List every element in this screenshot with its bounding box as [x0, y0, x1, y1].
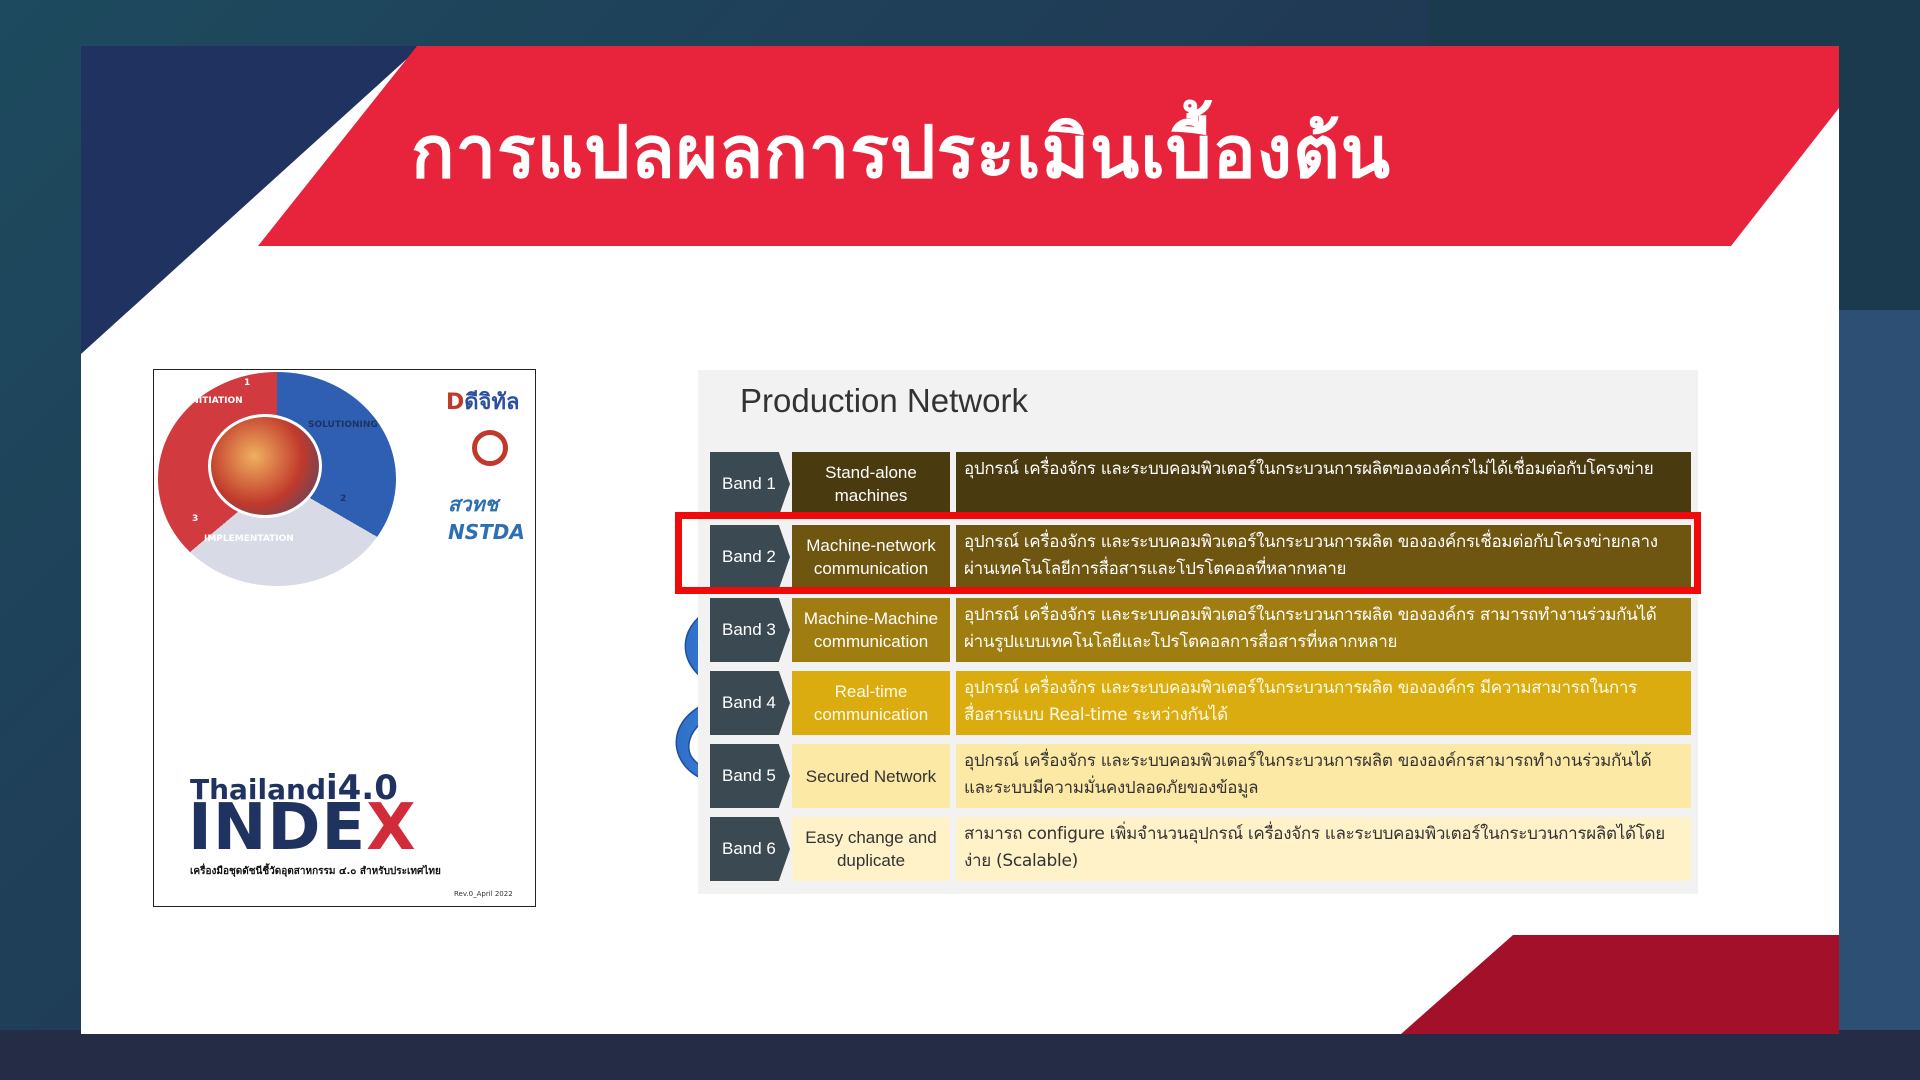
band-label: Band 2 — [710, 525, 790, 589]
band-description: อุปกรณ์ เครื่องจักร และระบบคอมพิวเตอร์ใน… — [956, 525, 1691, 589]
band-label: Band 6 — [710, 817, 790, 881]
band-label: Band 1 — [710, 452, 790, 516]
band-description: สามารถ configure เพิ่มจำนวนอุปกรณ์ เครื่… — [956, 817, 1691, 881]
band-row-5: Band 5 Secured Network อุปกรณ์ เครื่องจั… — [710, 744, 1695, 808]
wheel-label-initiation: INITIATION — [188, 396, 243, 406]
title-banner — [258, 46, 1839, 246]
brand-index-x: X — [366, 791, 417, 865]
wheel-number-1: 1 — [244, 378, 251, 388]
port-photo — [208, 414, 322, 518]
nstda-logo: สวทช NSTDA — [448, 492, 525, 544]
process-wheel-graphic: INITIATION SOLUTIONING IMPLEMENTATION 1 … — [158, 372, 396, 586]
band-description: อุปกรณ์ เครื่องจักร และระบบคอมพิวเตอร์ใน… — [956, 671, 1691, 735]
band-name: Machine-Machine communication — [792, 598, 950, 662]
band-row-2: Band 2 Machine-network communication อุป… — [710, 525, 1695, 589]
band-name: Secured Network — [792, 744, 950, 808]
band-description: อุปกรณ์ เครื่องจักร และระบบคอมพิวเตอร์ใน… — [956, 744, 1691, 808]
booklet-revision: Rev.0_April 2022 — [454, 890, 513, 898]
band-name: Easy change and duplicate — [792, 817, 950, 881]
red-corner-decoration — [1401, 935, 1839, 1034]
band-row-3: Band 3 Machine-Machine communication อุป… — [710, 598, 1695, 662]
band-name: Machine-network communication — [792, 525, 950, 589]
panel-title: Production Network — [740, 382, 1028, 419]
brand-index: INDEX — [188, 796, 417, 860]
brand-thailand: Thailandi4.0 — [190, 768, 398, 808]
band-row-6: Band 6 Easy change and duplicate สามารถ … — [710, 817, 1695, 881]
production-network-panel: Production Network Band 1 Stand-alone ma… — [698, 370, 1698, 894]
brand-thailand-text: Thailand — [190, 773, 326, 806]
band-description: อุปกรณ์ เครื่องจักร และระบบคอมพิวเตอร์ใน… — [956, 452, 1691, 516]
band-label: Band 3 — [710, 598, 790, 662]
band-name: Real-time communication — [792, 671, 950, 735]
booklet-subtitle: เครื่องมือชุดดัชนีชี้วัดอุตสาหกรรม ๔.๐ ส… — [190, 866, 441, 877]
slide: การแปลผลการประเมินเบื้องต้น INITIATION S… — [81, 46, 1839, 1034]
band-2-highlight-box — [675, 512, 1701, 594]
band-label: Band 5 — [710, 744, 790, 808]
band-description: อุปกรณ์ เครื่องจักร และระบบคอมพิวเตอร์ใน… — [956, 598, 1691, 662]
triangle-emblem-logo — [472, 430, 508, 466]
background-strip — [0, 1030, 1920, 1080]
digital-fund-logo-text: ดีจิทัล — [464, 390, 520, 415]
band-row-1: Band 1 Stand-alone machines อุปกรณ์ เครื… — [710, 452, 1695, 516]
brand-i40-text: i4.0 — [326, 768, 398, 808]
digital-fund-logo: Dดีจิทัล — [446, 390, 520, 415]
band-row-4: Band 4 Real-time communication อุปกรณ์ เ… — [710, 671, 1695, 735]
wheel-label-implementation: IMPLEMENTATION — [204, 534, 294, 544]
wheel-number-2: 2 — [340, 494, 347, 504]
slide-title: การแปลผลการประเมินเบื้องต้น — [411, 110, 1391, 194]
band-name: Stand-alone machines — [792, 452, 950, 516]
wheel-label-solutioning: SOLUTIONING — [308, 420, 378, 430]
booklet-cover-image: INITIATION SOLUTIONING IMPLEMENTATION 1 … — [153, 369, 536, 907]
band-label: Band 4 — [710, 671, 790, 735]
brand-index-text: INDE — [188, 791, 367, 865]
wheel-number-3: 3 — [192, 514, 199, 524]
